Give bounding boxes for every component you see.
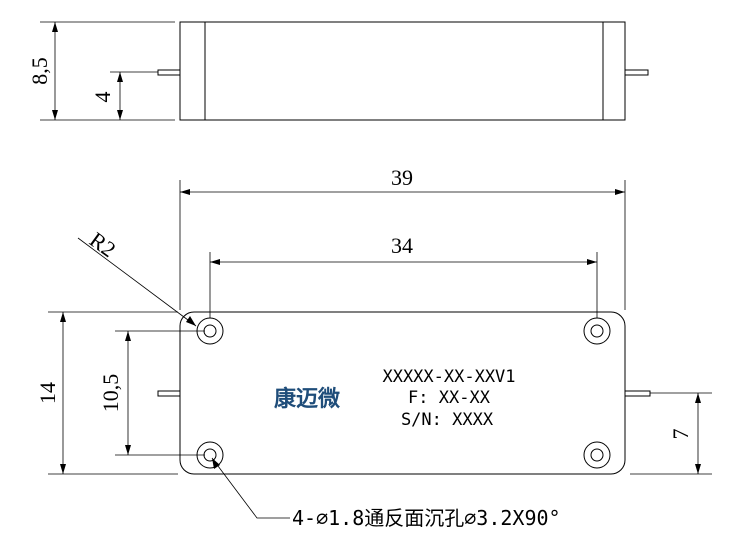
logo-text: 康迈微 [274, 386, 340, 412]
dim-hole-spacing-y: 10,5 [98, 374, 123, 413]
hole-note: 4-∅1.8通反面沉孔∅3.2X90° [292, 506, 561, 530]
side-body [179, 21, 626, 121]
dim-side-pin-height: 4 [90, 92, 115, 103]
dim-pin-offset: 7 [668, 429, 693, 440]
dim-corner-radius: R2 [85, 227, 120, 262]
dim-overall-length: 39 [391, 165, 413, 190]
dim-side-height: 8,5 [27, 57, 52, 85]
leader-corner-radius [77, 237, 197, 327]
label-serial: S/N: XXXX [401, 410, 494, 430]
top-pin-right [624, 390, 651, 397]
side-view: 8,5 4 [27, 21, 649, 121]
top-pin-left [157, 390, 181, 397]
mounting-hole-tr [583, 317, 611, 345]
label-model: XXXXX-XX-XXV1 [382, 367, 515, 387]
dim-overall-width: 14 [35, 382, 60, 404]
side-pin-left [157, 69, 181, 76]
leader-hole-note [211, 457, 290, 519]
top-view: 39 34 R2 14 10,5 7 4 [35, 165, 712, 530]
label-frequency: F: XX-XX [408, 388, 491, 408]
dim-hole-spacing-x: 34 [391, 233, 413, 258]
top-body [179, 311, 626, 475]
mounting-hole-br [583, 441, 611, 469]
side-pin-right [624, 69, 649, 76]
